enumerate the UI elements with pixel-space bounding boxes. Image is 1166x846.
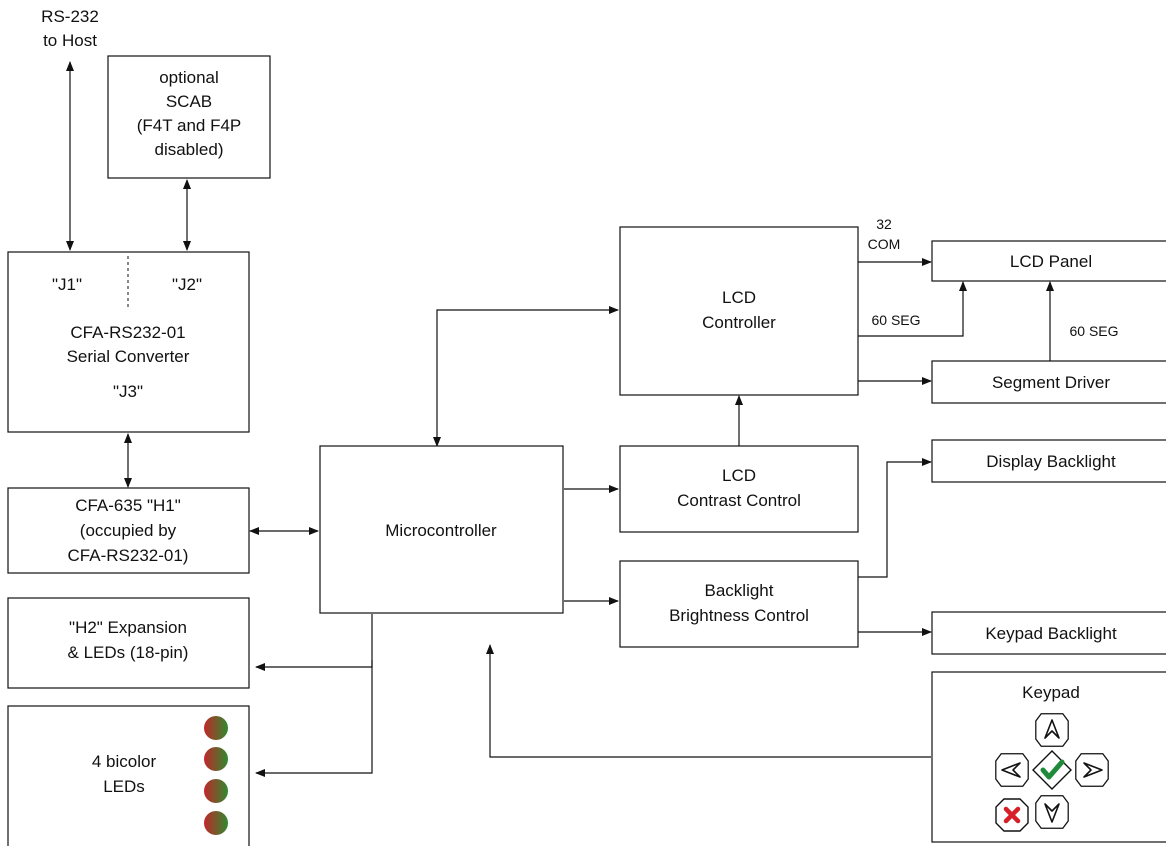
svg-text:CFA-RS232-01): CFA-RS232-01) — [68, 546, 189, 565]
svg-text:optional: optional — [159, 68, 219, 87]
svg-text:Segment Driver: Segment Driver — [992, 373, 1110, 392]
j1-label: "J1" — [52, 275, 82, 294]
led-2 — [204, 747, 228, 771]
keypad-check-icon — [1032, 750, 1072, 790]
svg-text:Keypad: Keypad — [1022, 683, 1080, 702]
svg-text:Serial Converter: Serial Converter — [67, 347, 190, 366]
lcd-controller-block: LCD Controller — [619, 226, 859, 396]
com-count-label: 32 — [876, 216, 892, 232]
micro-lcdctrl-arrow — [433, 306, 619, 447]
keypad-cancel-icon — [995, 798, 1029, 832]
svg-text:Microcontroller: Microcontroller — [385, 521, 497, 540]
rs232-host-label: RS-232 to Host — [41, 7, 99, 50]
svg-text:Brightness Control: Brightness Control — [669, 606, 809, 625]
display-backlight-block: Display Backlight — [931, 439, 1166, 483]
scab-block: optional SCAB (F4T and F4P disabled) — [107, 55, 271, 179]
seg-controller-label: 60 SEG — [871, 312, 920, 328]
svg-text:Display Backlight: Display Backlight — [986, 452, 1116, 471]
h1-block: CFA-635 "H1" (occupied by CFA-RS232-01) — [7, 487, 250, 574]
lcd-panel-block: LCD Panel — [931, 240, 1166, 282]
led-1 — [204, 716, 228, 740]
svg-text:Contrast Control: Contrast Control — [677, 491, 801, 510]
svg-text:"H2" Expansion: "H2" Expansion — [69, 618, 187, 637]
segment-driver-block: Segment Driver — [931, 360, 1166, 404]
led-4 — [204, 811, 228, 835]
keypad-micro-arrow — [486, 644, 931, 758]
serial-converter-block: "J1" "J2" CFA-RS232-01 Serial Converter … — [7, 251, 250, 433]
seg-driver-label: 60 SEG — [1069, 323, 1118, 339]
brightness-display-bl-arrow — [858, 458, 932, 578]
svg-text:4 bicolor: 4 bicolor — [92, 752, 157, 771]
svg-text:RS-232: RS-232 — [41, 7, 99, 26]
keypad-up-icon — [1035, 713, 1069, 747]
svg-text:(occupied by: (occupied by — [80, 521, 177, 540]
svg-text:(F4T and F4P: (F4T and F4P — [137, 116, 242, 135]
svg-text:Backlight: Backlight — [705, 581, 774, 600]
svg-text:LEDs: LEDs — [103, 777, 145, 796]
seg-ctrl-arrow — [858, 281, 967, 337]
j3-label: "J3" — [113, 382, 143, 401]
svg-text:& LEDs (18-pin): & LEDs (18-pin) — [68, 643, 189, 662]
svg-text:LCD: LCD — [722, 466, 756, 485]
svg-text:LCD Panel: LCD Panel — [1010, 252, 1092, 271]
keypad-right-icon — [1075, 753, 1109, 787]
bicolor-leds-block: 4 bicolor LEDs — [7, 705, 250, 846]
keypad-block: Keypad — [931, 671, 1166, 843]
connections — [66, 61, 1054, 777]
svg-text:SCAB: SCAB — [166, 92, 212, 111]
svg-text:CFA-635 "H1": CFA-635 "H1" — [75, 496, 181, 515]
keypad-left-icon — [995, 753, 1029, 787]
svg-text:disabled): disabled) — [155, 140, 224, 159]
svg-text:to Host: to Host — [43, 31, 97, 50]
svg-text:LCD: LCD — [722, 288, 756, 307]
keypad-backlight-block: Keypad Backlight — [931, 611, 1166, 655]
j2-label: "J2" — [172, 275, 202, 294]
micro-h2-arrow — [255, 614, 373, 671]
svg-text:Controller: Controller — [702, 313, 776, 332]
led-3 — [204, 779, 228, 803]
keypad-down-icon — [1035, 795, 1069, 829]
micro-leds-arrow — [255, 660, 373, 777]
svg-text:CFA-RS232-01: CFA-RS232-01 — [70, 323, 185, 342]
microcontroller-block: Microcontroller — [319, 445, 564, 614]
svg-text:Keypad Backlight: Keypad Backlight — [985, 624, 1117, 643]
com-label: COM — [868, 236, 901, 252]
lcd-contrast-block: LCD Contrast Control — [619, 445, 859, 533]
h2-expansion-block: "H2" Expansion & LEDs (18-pin) — [7, 597, 250, 689]
backlight-brightness-block: Backlight Brightness Control — [619, 560, 859, 648]
